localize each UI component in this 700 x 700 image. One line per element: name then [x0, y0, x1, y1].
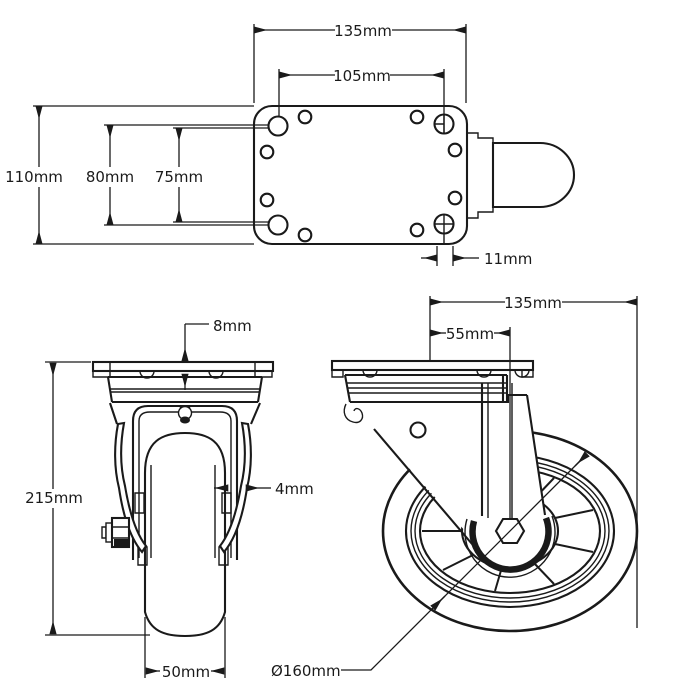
axle-horseshoe-outer: [464, 515, 556, 578]
dim-label-overall-width: 135mm: [334, 22, 392, 40]
extension-lines: [436, 246, 454, 266]
plate-front: [91, 360, 275, 373]
dim-label-bolt-spacing-v: 80mm: [86, 168, 134, 186]
wheel-front-outline: [143, 431, 227, 638]
dim-label-bolt-hole-width: 11mm: [484, 250, 532, 268]
dim-label-slot-spacing-v: 75mm: [155, 168, 203, 186]
swivel-housing-side: [343, 373, 509, 404]
small-hole: [409, 109, 425, 125]
slot-mark: [434, 214, 454, 244]
dim-label-bolt-spacing-h: 105mm: [333, 67, 391, 85]
small-hole: [297, 109, 313, 125]
mounting-plate-outline: [252, 104, 469, 246]
right-crescent-leg: [218, 421, 252, 554]
dim-label-fork-thickness: 4mm: [275, 480, 314, 498]
small-hole: [259, 192, 275, 208]
plate-side: [330, 359, 535, 372]
extension-lines: [429, 296, 638, 628]
dim-arrow: [430, 595, 446, 611]
fork-plate-fill: [346, 395, 545, 532]
top-view: 135mm 105mm 110mm 80mm 75mm 11mm: [5, 22, 576, 268]
dim-label-overall-length: 135mm: [504, 294, 562, 312]
extension-lines: [33, 105, 254, 245]
small-hole: [259, 144, 275, 160]
dim-arrow: [574, 451, 590, 467]
small-hole: [447, 142, 463, 158]
side-view: 135mm 55mm Ø160mm: [271, 294, 639, 680]
grease-nipple-cap: [179, 405, 191, 409]
front-view: 8mm 215mm 4mm 50mm: [25, 317, 314, 681]
wheel-top-outline: [491, 141, 576, 209]
dim-label-wheel-width: 50mm: [162, 663, 210, 681]
dim-label-wheel-diameter: Ø160mm: [271, 662, 341, 680]
small-hole: [409, 222, 425, 238]
leg-lines: [487, 383, 513, 518]
plate-end-tabs-side: [331, 370, 534, 378]
left-crescent-leg: [114, 421, 148, 554]
dim-label-plate-thickness: 8mm: [213, 317, 252, 335]
bolt-hole: [267, 214, 289, 236]
small-hole: [447, 190, 463, 206]
extension-lines: [253, 24, 467, 103]
grease-nipple-shadow: [180, 416, 190, 424]
bolt-hole: [267, 115, 289, 137]
extension-lines: [144, 617, 226, 678]
axle-bolt-lines: [112, 526, 129, 539]
fork-curl-detail: [343, 403, 364, 424]
plate-bolt-bumps-side: [362, 369, 530, 378]
extension-lines: [173, 127, 268, 223]
axle-horseshoe-band: [469, 516, 552, 573]
dim-label-overall-depth: 110mm: [5, 168, 63, 186]
dim-label-overall-height: 215mm: [25, 489, 83, 507]
small-hole: [297, 227, 313, 243]
body-side-edges: [109, 402, 261, 425]
diameter-leader: [341, 453, 588, 671]
plate-end-tabs: [92, 362, 273, 378]
axle-bolt-shadow: [114, 539, 129, 547]
fork-plate-edge: [373, 428, 479, 552]
plate-bolt-bumps: [139, 370, 224, 379]
bracket-step-bottom: [467, 207, 494, 219]
bracket-step-top: [467, 132, 494, 143]
wheel-retainer-lines: [150, 465, 216, 558]
dim-label-swivel-offset: 55mm: [446, 325, 494, 343]
swivel-race-lines-side: [347, 382, 507, 394]
fork-plate-hole: [409, 421, 427, 439]
extension-lines: [104, 124, 268, 226]
